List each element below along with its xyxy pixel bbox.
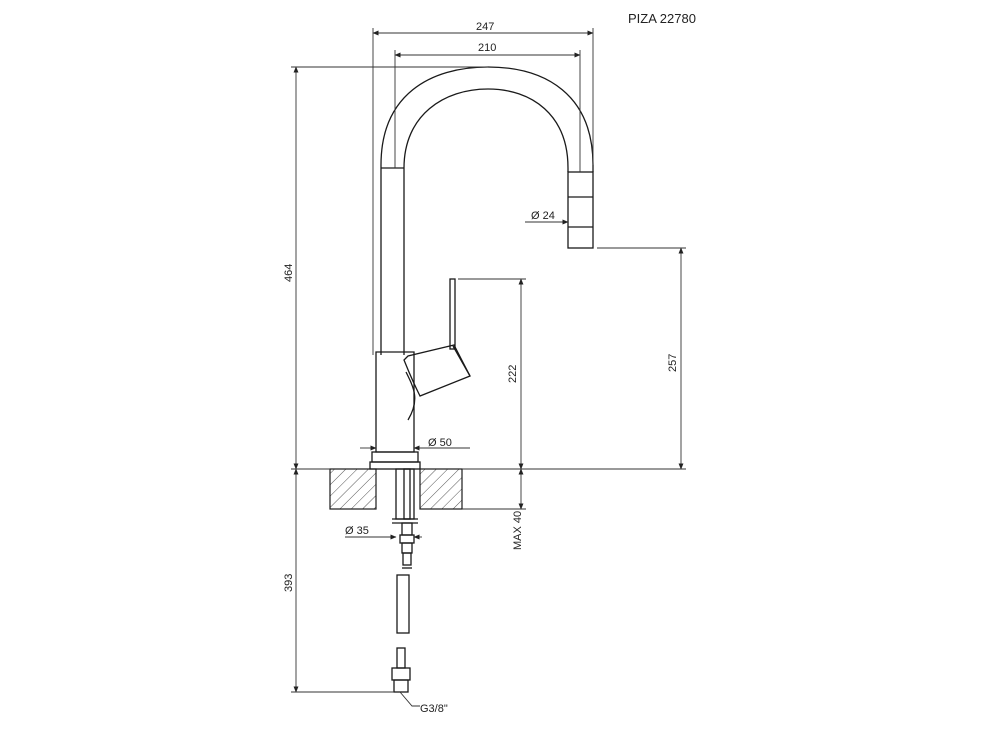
supply-hose: [396, 574, 410, 634]
dim-hose-connection: G3/8": [420, 703, 448, 715]
dim-overall-height: 464: [283, 264, 295, 282]
dim-lever-height: 222: [507, 365, 519, 383]
cartridge-housing: [403, 344, 471, 397]
faucet-outline: [369, 66, 594, 693]
hose-connector: [396, 647, 406, 669]
dim-hose-length: 393: [283, 574, 295, 592]
dim-spout-diameter: Ø 24: [531, 210, 555, 222]
dim-spout-width: 210: [478, 42, 496, 54]
faucet-body: [375, 351, 415, 453]
model-title: PIZA 22780: [628, 11, 696, 26]
base-ring: [371, 451, 419, 463]
dim-overall-width: 247: [476, 21, 494, 33]
mounting-shank: [395, 468, 415, 520]
spout-inner-curve: [403, 88, 569, 355]
spray-head: [567, 171, 594, 249]
spout-outer-curve: [380, 66, 594, 355]
worktop-section: [329, 468, 463, 510]
dim-body-diameter: Ø 50: [428, 437, 452, 449]
lever-handle: [449, 278, 456, 350]
dim-shank-diameter: Ø 35: [345, 525, 369, 537]
dim-spout-height: 257: [667, 354, 679, 372]
dim-max-deck: MAX 40: [512, 511, 524, 550]
dimension-lines: [291, 28, 686, 707]
